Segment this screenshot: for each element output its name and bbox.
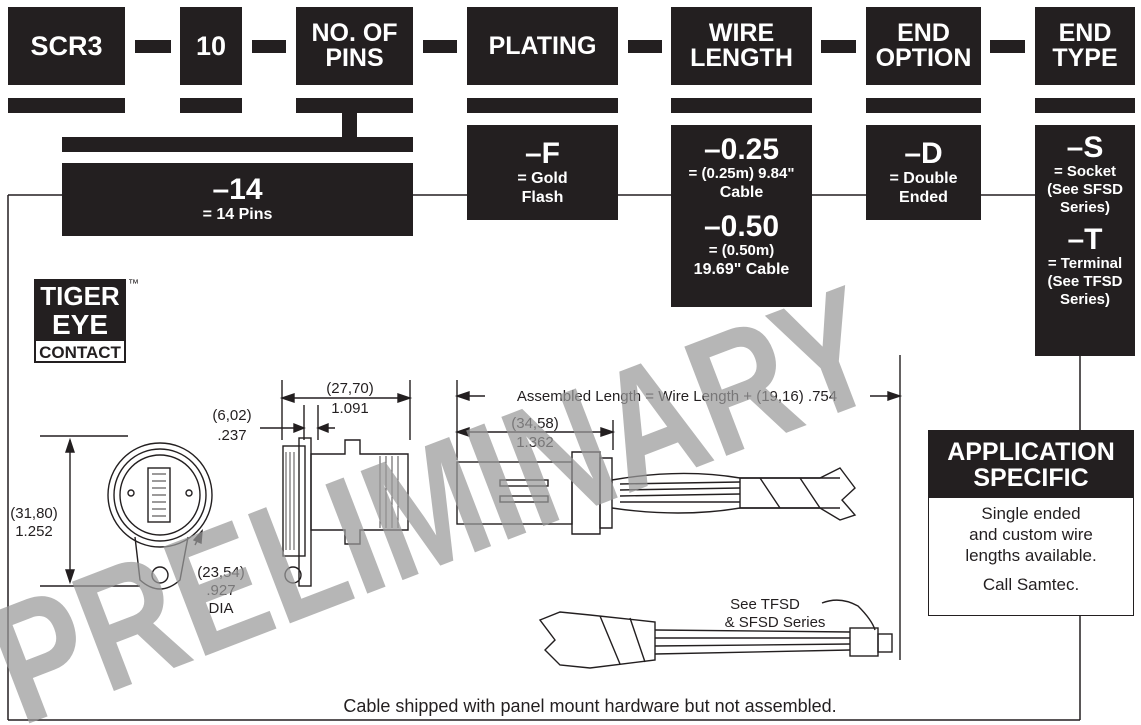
plating-option-box: –F = Gold Flash	[467, 125, 618, 220]
wire-length-header-label: WIRE LENGTH	[690, 19, 793, 72]
dim-3-mm: (31,80)	[10, 505, 58, 522]
separator-dash	[423, 40, 457, 53]
plating-code: –F	[524, 136, 560, 170]
application-body-3: lengths available.	[965, 546, 1097, 565]
pins-option-box: –14 = 14 Pins	[62, 163, 413, 236]
wire-length-opt1-desc-2: Cable	[719, 184, 764, 201]
application-specific-header: APPLICATION SPECIFIC	[929, 431, 1133, 498]
separator-dash	[135, 40, 171, 53]
wire-length-opt2-desc-1: = (0.50m)	[708, 242, 775, 259]
end-type-opt1-desc-3: Series)	[1059, 199, 1111, 216]
end-type-header-box: END TYPE	[1035, 7, 1135, 85]
dim-3-in: 1.252	[15, 523, 53, 540]
plating-bar	[467, 98, 618, 113]
end-type-opt1-code: –S	[1066, 131, 1104, 164]
dim-2-in: .237	[217, 427, 246, 444]
separator-dash	[990, 40, 1025, 53]
pins-t-bar	[62, 137, 413, 152]
front-view-drawing	[40, 435, 213, 590]
end-type-opt1-desc-2: (See SFSD	[1047, 181, 1123, 198]
plating-header-box: PLATING	[467, 7, 618, 85]
dim-4-mm: (23,54)	[197, 564, 245, 581]
wire-length-opt2-desc-2: 19.69" Cable	[693, 261, 790, 278]
pins-code: –14	[212, 173, 263, 206]
wire-length-opt1-code: –0.25	[703, 133, 780, 166]
callout-line1: See TFSD	[730, 596, 800, 613]
dim-1-mm: (27,70)	[326, 380, 374, 397]
separator-dash	[821, 40, 856, 53]
series-box: SCR3	[8, 7, 125, 85]
end-option-header-label: END OPTION	[875, 19, 972, 72]
dim-2-mm: (6,02)	[212, 407, 251, 424]
pins-header-label: NO. OF PINS	[311, 19, 398, 72]
end-type-option-box: –S = Socket (See SFSD Series) –T = Termi…	[1035, 125, 1135, 356]
cable-assembly-drawing	[454, 355, 903, 669]
end-option-header-box: END OPTION	[866, 7, 981, 85]
application-specific-box: APPLICATION SPECIFIC Single ended and cu…	[928, 430, 1134, 616]
pins-stem	[342, 113, 357, 138]
dim-5-in: 1.362	[516, 434, 554, 451]
frame-lines	[7, 194, 1081, 721]
separator-dash	[252, 40, 286, 53]
end-option-bar	[866, 98, 981, 113]
dim-4-note: DIA	[208, 600, 233, 617]
application-title-2: SPECIFIC	[973, 464, 1089, 492]
plating-header-label: PLATING	[488, 31, 597, 60]
wire-length-opt1-desc-1: = (0.25m) 9.84"	[688, 165, 795, 182]
end-type-opt2-desc-1: = Terminal	[1047, 255, 1123, 272]
end-option-code: –D	[904, 136, 943, 170]
callout-line2: & SFSD Series	[725, 614, 826, 631]
wire-length-option-box: –0.25 = (0.25m) 9.84" Cable –0.50 = (0.5…	[671, 125, 812, 307]
application-body-2: and custom wire	[969, 525, 1093, 544]
size-label: 10	[195, 30, 227, 61]
wire-length-bar	[671, 98, 812, 113]
size-box: 10	[180, 7, 242, 85]
plating-desc-2: Flash	[521, 188, 564, 206]
logo-line3: CONTACT	[39, 343, 121, 362]
size-bar	[180, 98, 242, 113]
logo-line2: EYE	[52, 309, 108, 340]
end-type-header-label: END TYPE	[1052, 19, 1118, 72]
wire-length-header-box: WIRE LENGTH	[671, 7, 812, 85]
wire-length-opt2-code: –0.50	[703, 210, 780, 243]
dimension-labels: (27,70) 1.091 (6,02) .237 (31,80) 1.252 …	[10, 380, 870, 631]
end-type-opt1-desc-1: = Socket	[1053, 163, 1117, 180]
application-specific-body: Single ended and custom wire lengths ava…	[929, 498, 1133, 595]
end-option-desc-2: Ended	[899, 188, 948, 206]
logo-trademark: ™	[128, 278, 139, 290]
side-view-drawing	[260, 380, 413, 587]
dim-1-in: 1.091	[331, 400, 369, 417]
plating-desc-1: = Gold	[517, 169, 568, 187]
end-type-bar	[1035, 98, 1135, 113]
logo-line1: TIGER	[40, 281, 120, 311]
application-body-1: Single ended	[981, 504, 1081, 523]
pins-header-box: NO. OF PINS	[296, 7, 413, 85]
end-option-option-box: –D = Double Ended	[866, 125, 981, 220]
separator-dash	[628, 40, 662, 53]
end-type-opt2-desc-2: (See TFSD	[1047, 273, 1123, 290]
dim-4-in: .927	[206, 582, 235, 599]
pins-desc: = 14 Pins	[202, 206, 273, 223]
end-type-opt2-desc-3: Series)	[1059, 291, 1111, 308]
series-bar	[8, 98, 125, 113]
footer-note: Cable shipped with panel mount hardware …	[343, 696, 837, 716]
pins-bar	[296, 98, 413, 113]
assembled-length-label: Assembled Length = Wire Length + (19,16)…	[517, 388, 837, 405]
application-body-4: Call Samtec.	[982, 575, 1080, 594]
series-label: SCR3	[30, 30, 103, 61]
dim-5-mm: (34,58)	[511, 415, 559, 432]
application-title-1: APPLICATION	[947, 438, 1115, 466]
end-option-desc-1: = Double	[889, 169, 958, 187]
tiger-eye-logo: TIGER EYE CONTACT ™	[34, 278, 139, 363]
end-type-opt2-code: –T	[1067, 223, 1103, 256]
